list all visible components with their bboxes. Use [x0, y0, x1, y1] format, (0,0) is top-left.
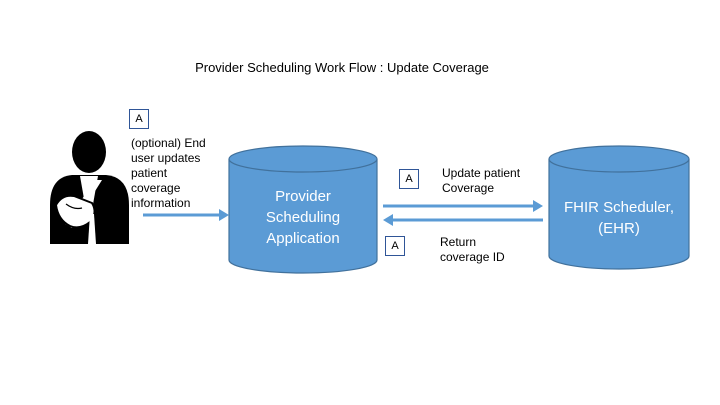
- provider-app-label-line: Application: [266, 230, 340, 247]
- fhir-scheduler-label-line: (EHR): [598, 220, 640, 237]
- fhir-scheduler-cylinder[interactable]: [548, 145, 690, 270]
- provider-app-label-line: Scheduling: [265, 209, 341, 226]
- provider-app-cylinder[interactable]: [228, 145, 378, 274]
- update-coverage-label-line: Update patient: [442, 166, 521, 180]
- return-step-badge: A: [385, 236, 405, 256]
- actor-note-line: user updates: [131, 151, 201, 165]
- provider-app-label-line: Provider: [275, 188, 331, 205]
- fhir-scheduler-label: FHIR Scheduler, (EHR): [549, 197, 689, 239]
- actor-note: (optional) End user updates patient cove…: [131, 136, 241, 211]
- update-coverage-label: Update patient Coverage: [442, 166, 552, 196]
- provider-app-label: Provider Scheduling Application: [229, 186, 377, 249]
- return-coverage-label: Return coverage ID: [440, 235, 550, 265]
- actor-note-line: patient: [131, 166, 168, 180]
- diagram-title: Provider Scheduling Work Flow : Update C…: [195, 60, 489, 75]
- update-coverage-label-line: Coverage: [442, 181, 495, 195]
- actor-note-line: information: [131, 196, 191, 210]
- return-coverage-arrow: [383, 214, 543, 226]
- fhir-scheduler-label-line: FHIR Scheduler,: [563, 199, 675, 216]
- actor-to-app-arrow: [143, 209, 229, 221]
- update-coverage-arrow: [383, 200, 543, 212]
- update-step-badge: A: [399, 169, 419, 189]
- actor-note-line: coverage: [131, 181, 181, 195]
- actor-note-line: (optional) End: [131, 136, 206, 150]
- return-coverage-label-line: coverage ID: [440, 250, 505, 264]
- actor-step-badge: A: [129, 109, 149, 129]
- person-with-arm-sling-icon: [50, 131, 129, 244]
- return-coverage-label-line: Return: [440, 235, 477, 249]
